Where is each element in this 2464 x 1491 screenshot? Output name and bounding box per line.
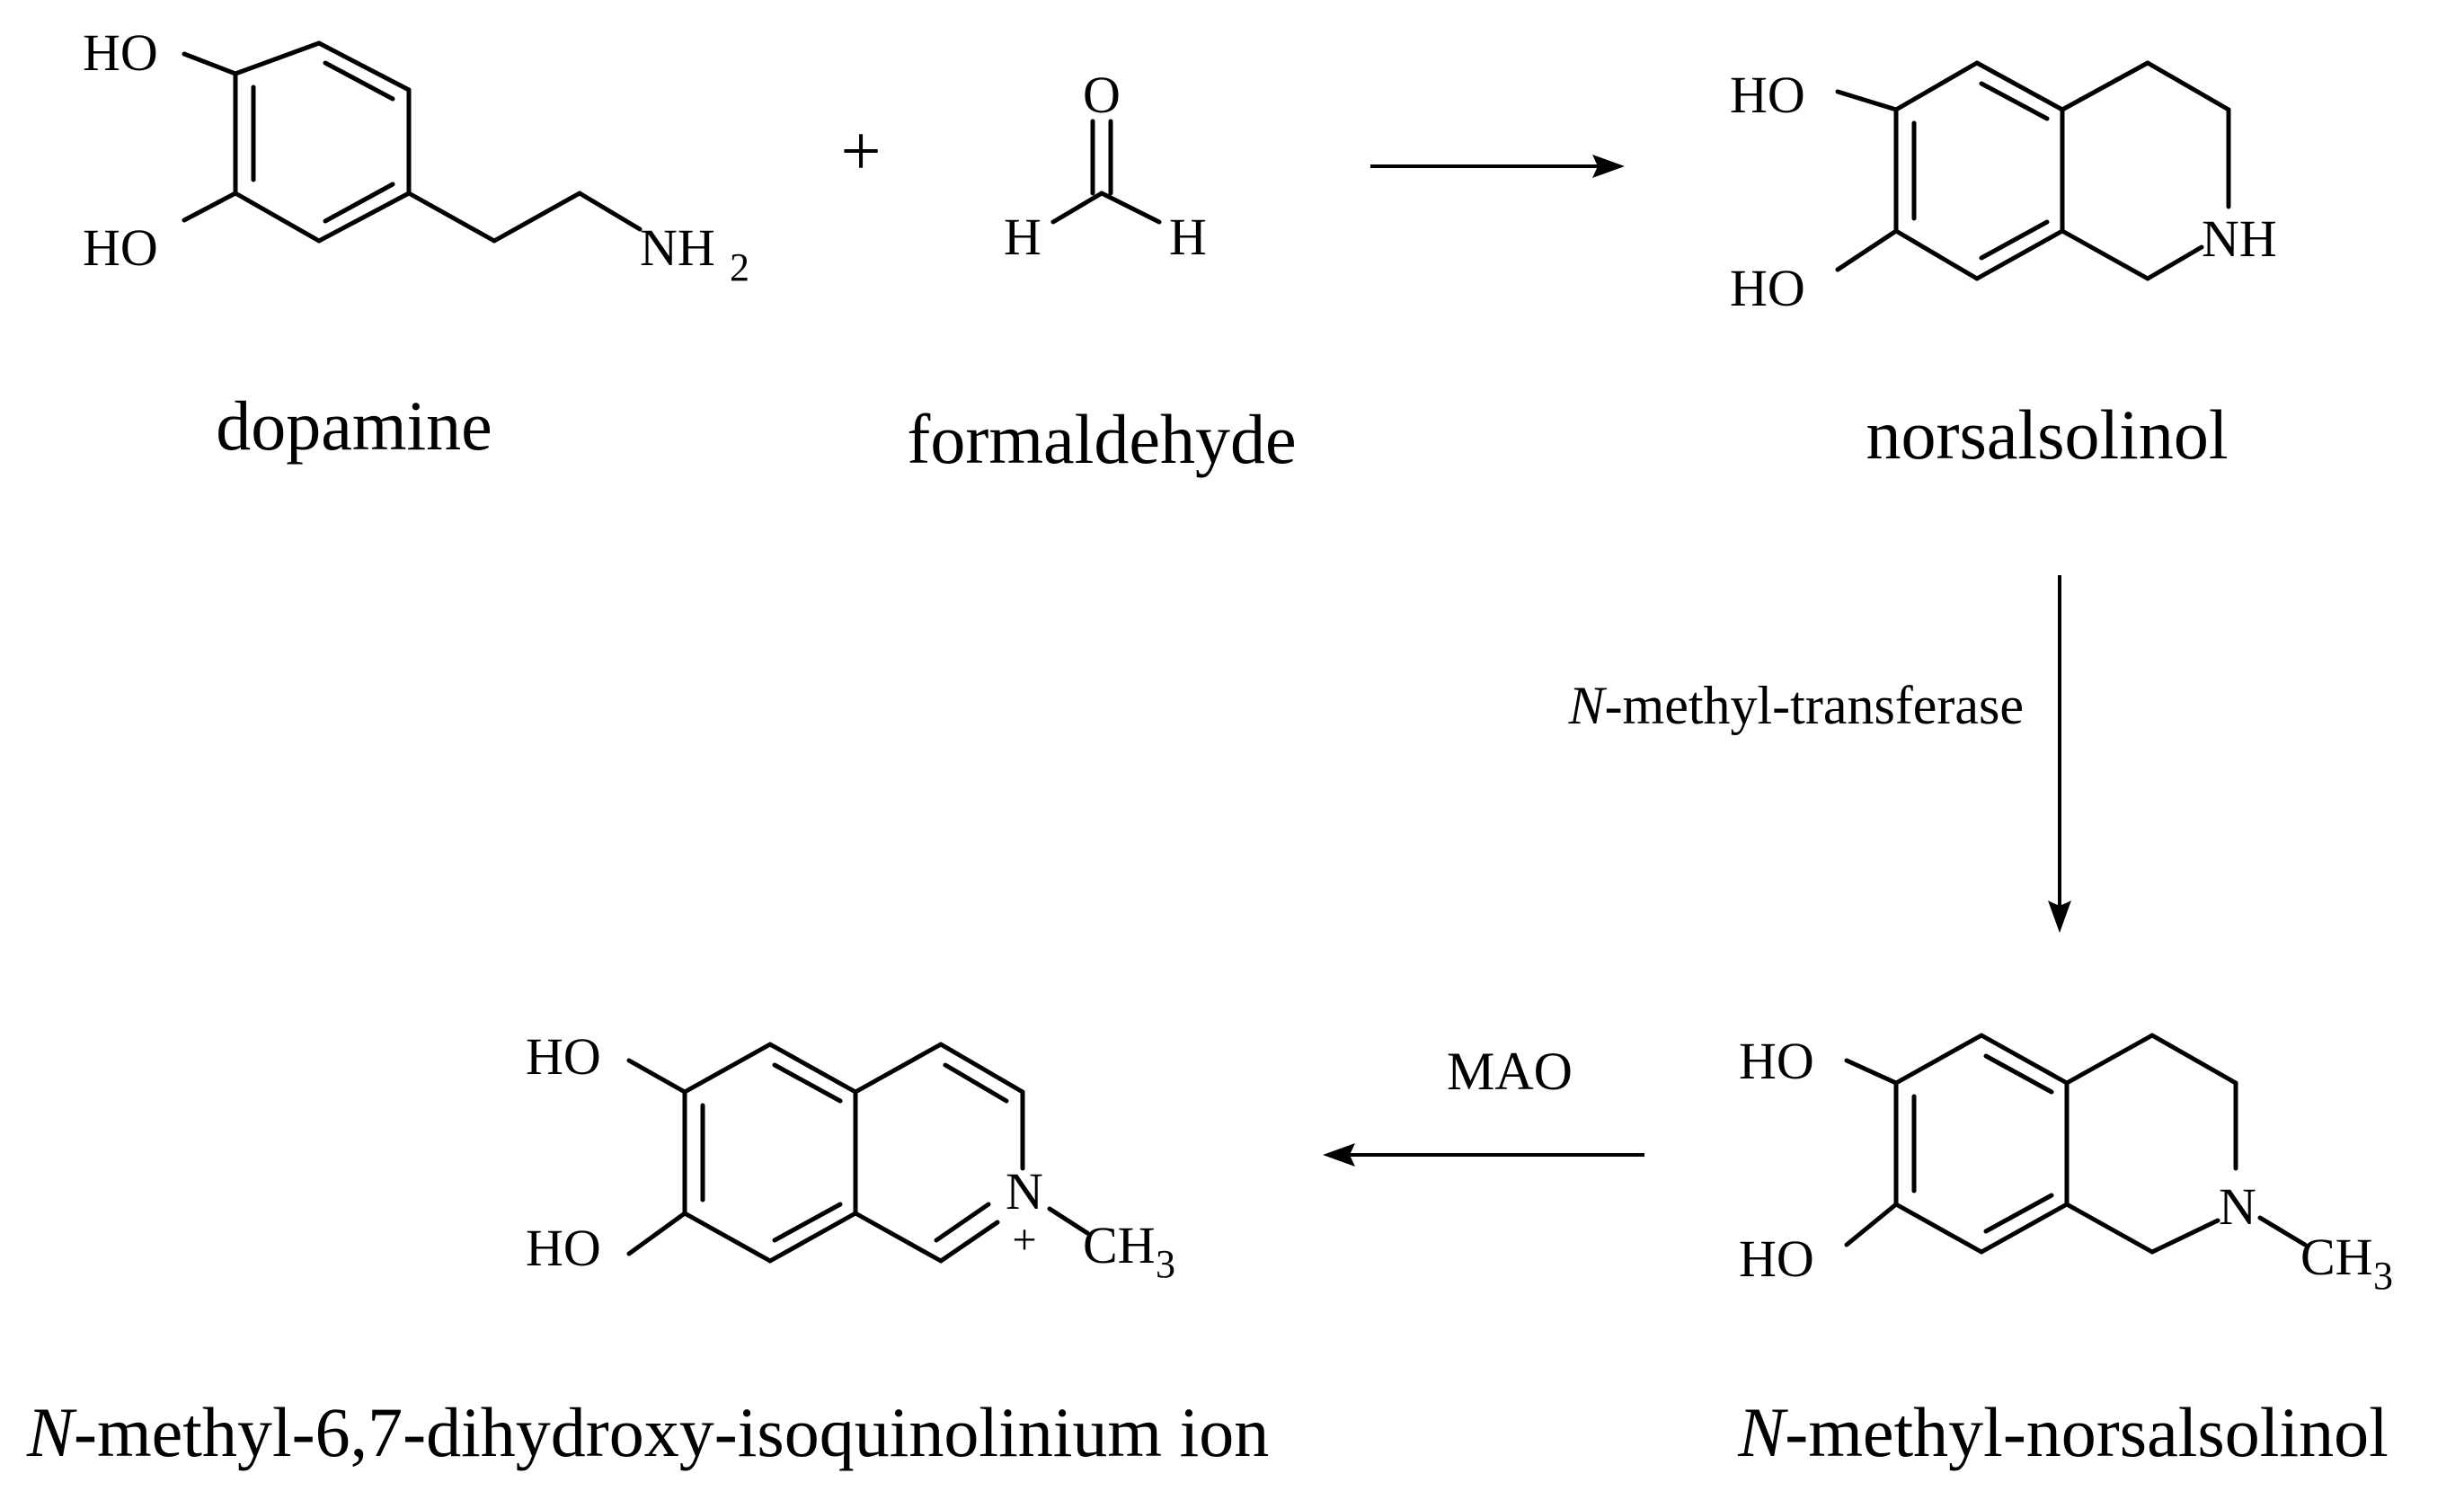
n-methyl-norsalsolinol-oh-bottom-label: HO (1739, 1229, 1814, 1288)
reaction-arrow-1 (1370, 155, 1625, 178)
formaldehyde-oxygen-label: O (1083, 66, 1121, 124)
isoquinolinium-bonds (626, 1042, 1090, 1264)
norsalsolinol-oh-top-label: HO (1730, 66, 1805, 124)
dopamine-name: dopamine (216, 386, 492, 465)
n-methyl-transferase-label: N-methyl-transferase (1568, 676, 2024, 735)
reaction-arrow-2 (2048, 575, 2071, 933)
dopamine-amine-subscript: 2 (730, 245, 749, 289)
dopamine-oh-top-label: HO (83, 23, 158, 82)
dopamine-structure: HO HO NH 2 (83, 23, 749, 289)
isoquinolinium-name-rest: -methyl-6,7-dihydroxy-isoquinolinium ion (74, 1393, 1269, 1471)
n-methyl-transferase-rest: -methyl-transferase (1605, 676, 2024, 735)
n-methyl-norsalsolinol-methyl-subscript: 3 (2373, 1254, 2393, 1298)
isoquinolinium-nitrogen-label: N (1006, 1162, 1043, 1220)
n-methyl-norsalsolinol-structure: HO HO N CH 3 (1739, 1032, 2393, 1298)
norsalsolinol-nh-label: NH (2202, 209, 2277, 268)
isoquinolinium-oh-top-label: HO (526, 1027, 601, 1086)
n-methyl-norsalsolinol-nitrogen-label: N (2219, 1177, 2256, 1236)
isoquinolinium-structure: HO HO N + CH 3 (526, 1027, 1175, 1286)
isoquinolinium-name: N-methyl-6,7-dihydroxy-isoquinolinium io… (26, 1393, 1269, 1471)
isoquinolinium-charge-label: + (1012, 1216, 1036, 1264)
norsalsolinol-bonds (1835, 60, 2231, 281)
reaction-arrow-3 (1323, 1143, 1644, 1167)
norsalsolinol-name: norsalsolinol (1866, 395, 2229, 474)
n-methyl-norsalsolinol-bonds (1844, 1033, 2308, 1255)
n-methyl-norsalsolinol-italic-n: N (1737, 1393, 1788, 1471)
n-methyl-norsalsolinol-oh-top-label: HO (1739, 1032, 1814, 1090)
isoquinolinium-italic-n: N (26, 1393, 77, 1471)
formaldehyde-h-left-label: H (1004, 208, 1041, 266)
isoquinolinium-methyl-label: CH (1083, 1216, 1156, 1274)
n-methyl-norsalsolinol-name: N-methyl-norsalsolinol (1737, 1393, 2389, 1471)
plus-sign: + (840, 112, 881, 191)
n-methyl-norsalsolinol-name-rest: -methyl-norsalsolinol (1785, 1393, 2389, 1471)
formaldehyde-name: formaldehyde (907, 400, 1296, 478)
norsalsolinol-structure: HO HO NH (1730, 60, 2277, 317)
formaldehyde-bonds (1050, 119, 1162, 225)
dopamine-oh-bottom-label: HO (83, 218, 158, 277)
mao-label: MAO (1447, 1042, 1573, 1101)
n-methyl-transferase-italic-n: N (1568, 676, 1608, 735)
dopamine-amine-label: NH (640, 218, 715, 277)
formaldehyde-h-right-label: H (1169, 208, 1207, 266)
dopamine-bonds (182, 40, 643, 244)
norsalsolinol-oh-bottom-label: HO (1730, 259, 1805, 317)
isoquinolinium-methyl-subscript: 3 (1156, 1242, 1175, 1286)
formaldehyde-structure: O H H (1004, 66, 1207, 266)
n-methyl-norsalsolinol-methyl-label: CH (2300, 1228, 2373, 1286)
isoquinolinium-oh-bottom-label: HO (526, 1219, 601, 1277)
